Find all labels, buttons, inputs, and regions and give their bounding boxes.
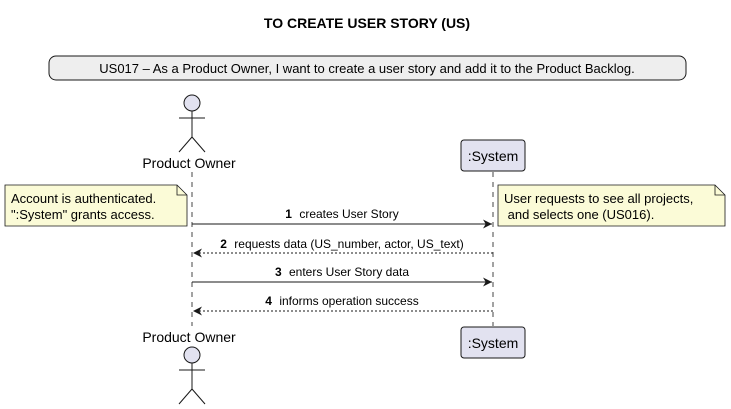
note-right-box (497, 184, 726, 227)
note-left-box (4, 184, 188, 227)
message-1-text: creates User Story (299, 207, 398, 221)
message-3-number: 3 (275, 265, 282, 279)
message-3-label: 3 enters User Story data (275, 265, 409, 279)
banner-box (48, 55, 687, 81)
message-1-label: 1 creates User Story (285, 207, 398, 221)
system-bottom-box (460, 326, 526, 359)
note-left-fold (176, 185, 187, 196)
message-2-number: 2 (220, 237, 227, 251)
message-3-text: enters User Story data (289, 265, 409, 279)
message-4-text: informs operation success (279, 294, 418, 308)
diagram-title: TO CREATE USER STORY (US) (264, 15, 470, 31)
actor-bottom-label: Product Owner (142, 329, 236, 345)
actor-bottom-icon (178, 346, 206, 405)
note-right-line-2: and selects one (US016). (504, 207, 654, 222)
note-right-line-1: User requests to see all projects, (504, 191, 693, 206)
note-left-line-2: ":System" grants access. (11, 207, 155, 222)
note-left-line-1: Account is authenticated. (11, 191, 156, 206)
message-4-label: 4 informs operation success (265, 294, 418, 308)
system-top-box (460, 139, 526, 172)
system-bottom-label: :System (468, 335, 519, 351)
message-2-label: 2 requests data (US_number, actor, US_te… (220, 237, 463, 251)
message-1-number: 1 (285, 207, 292, 221)
actor-top-icon (178, 94, 206, 153)
banner-text: US017 – As a Product Owner, I want to cr… (99, 61, 634, 76)
message-4-number: 4 (265, 294, 272, 308)
actor-top-label: Product Owner (142, 155, 236, 171)
note-right-fold (714, 185, 725, 196)
message-2-text: requests data (US_number, actor, US_text… (234, 237, 463, 251)
system-top-label: :System (468, 148, 519, 164)
